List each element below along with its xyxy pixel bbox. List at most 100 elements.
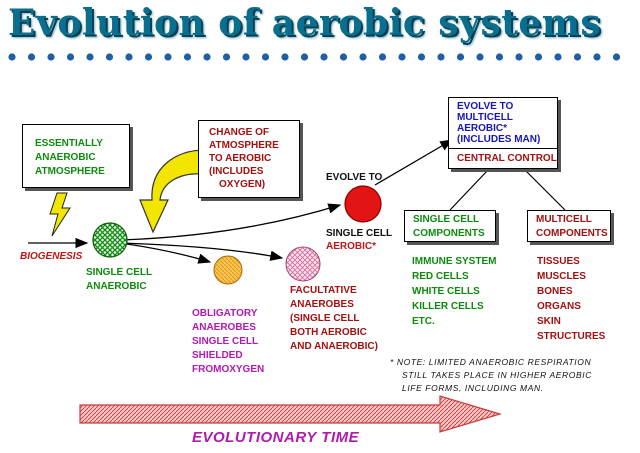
box-line: MULTICELL [536,214,592,225]
multicell-components-box: MULTICELL COMPONENTS [527,210,611,242]
change-atmosphere-box: CHANGE OF ATMOSPHERE TO AEROBIC (INCLUDE… [198,120,300,198]
title-dot [47,53,55,61]
note-line: * NOTE: LIMITED ANAEROBIC RESPIRATION [390,357,592,367]
title-dot [261,53,270,61]
box-line: ATMOSPHERE [35,166,105,177]
title-dot [554,53,562,61]
footnote: * NOTE: LIMITED ANAEROBIC RESPIRATION ST… [390,356,592,395]
title-dot [456,53,465,61]
box-line: AEROBIC* [457,123,508,134]
label-line: SHIELDED [192,350,243,361]
list-item: MUSCLES [537,271,586,282]
label-line: ANAEROBES [290,299,354,310]
label-line: FROMOXYGEN [192,364,265,375]
evolve-to-label: EVOLVE TO [326,172,383,183]
title-dot [339,53,348,61]
label-line: (SINGLE CELL [290,313,360,324]
label-line: ANAEROBES [192,322,256,333]
title-dot [222,53,231,61]
title-dot [66,53,75,61]
central-control-label: CENTRAL CONTROL [457,153,557,164]
title-dot [612,53,621,61]
list-item: STRUCTURES [537,331,606,342]
title-dot [476,53,484,61]
box-line: (INCLUDES MAN) [457,134,541,145]
list-item: KILLER CELLS [412,301,484,312]
arrow-to-facultative-cell [119,242,284,261]
box-line: TO AEROBIC [209,153,272,164]
title-dot [495,53,504,61]
aerobic-star-label: AEROBIC* [326,241,377,252]
arrow-to-multicell [374,139,454,186]
facultative-cell-icon [285,246,321,282]
box-line: OXYGEN) [219,179,266,190]
arrow-to-obligatory-cell [119,242,212,264]
list-item: TISSUES [537,256,580,267]
title-dot [320,53,328,61]
box-divider [449,148,557,149]
title-dot [183,53,192,61]
single-cell-components-list: IMMUNE SYSTEM RED CELLS WHITE CELLS KILL… [412,254,496,329]
title-dot [593,53,601,61]
single-cell-label: SINGLE CELL [326,228,393,239]
label-line: FACULTATIVE [290,285,357,296]
arrow-to-aerobic-cell [119,203,342,241]
list-item: SKIN [537,316,561,327]
title-dot [242,53,250,61]
title-dot-row [8,53,621,61]
title-dot [437,53,445,61]
title-dot [359,53,367,61]
title-dot [534,53,543,61]
lightning-icon [49,192,71,237]
note-line: LIFE FORMS, INCLUDING MAN. [402,383,544,393]
box-line: EVOLVE TO [457,101,514,112]
list-item: BONES [537,286,573,297]
label-line: AND ANAEROBIC) [290,341,378,352]
title-dot [125,53,133,61]
single-cell-components-box: SINGLE CELL COMPONENTS [404,210,496,242]
facultative-anaerobes-label: FACULTATIVE ANAEROBES (SINGLE CELL BOTH … [290,284,378,354]
title-dot [398,53,406,61]
title-dot [203,53,211,61]
title-dot [144,53,153,61]
single-cell-anaerobic-label: SINGLE CELL ANAEROBIC [86,266,152,294]
title-dot [86,53,94,61]
title-dot [164,53,172,61]
list-item: WHITE CELLS [412,286,480,297]
label-line: BOTH AEROBIC [290,327,367,338]
box-line: ATMOSPHERE [209,140,279,151]
evolutionary-time-label: EVOLUTIONARY TIME [192,429,360,446]
title-dot [281,53,289,61]
title-dot [417,53,426,61]
note-line: STILL TAKES PLACE IN HIGHER AEROBIC [402,370,592,380]
box-line: ANAEROBIC [35,152,96,163]
multicell-aerobic-box: EVOLVE TO MULTICELL AEROBIC* (INCLUDES M… [448,97,558,169]
title-dot [300,53,309,61]
branch-single-cell [449,169,489,211]
evolutionary-time-arrow [79,395,503,433]
title-dot [8,53,16,61]
curved-yellow-arrow-icon [139,149,206,234]
box-line: COMPONENTS [536,228,608,239]
label-line: ANAEROBIC [86,281,147,292]
title-dot [573,53,582,61]
obligatory-anaerobes-label: OBLIGATORY ANAEROBES SINGLE CELL SHIELDE… [192,307,264,377]
multicell-components-list: TISSUES MUSCLES BONES ORGANS SKIN STRUCT… [537,254,605,344]
biogenesis-label: BIOGENESIS [20,251,83,262]
label-line: SINGLE CELL [86,267,153,278]
box-line: (INCLUDES [209,166,264,177]
aerobic-cell-icon [344,185,382,223]
list-item: ORGANS [537,301,581,312]
label-line: OBLIGATORY [192,308,258,319]
anaerobic-cell-icon [92,222,128,258]
title-dot [27,53,36,61]
box-line: CHANGE OF [209,127,269,138]
obligatory-cell-icon [213,255,243,285]
page-title: Evolution of aerobic systems [8,2,602,44]
list-item: IMMUNE SYSTEM [412,256,497,267]
list-item: RED CELLS [412,271,469,282]
branch-multicell [524,169,566,211]
box-line: SINGLE CELL [413,214,480,225]
list-item: ETC. [412,316,435,327]
